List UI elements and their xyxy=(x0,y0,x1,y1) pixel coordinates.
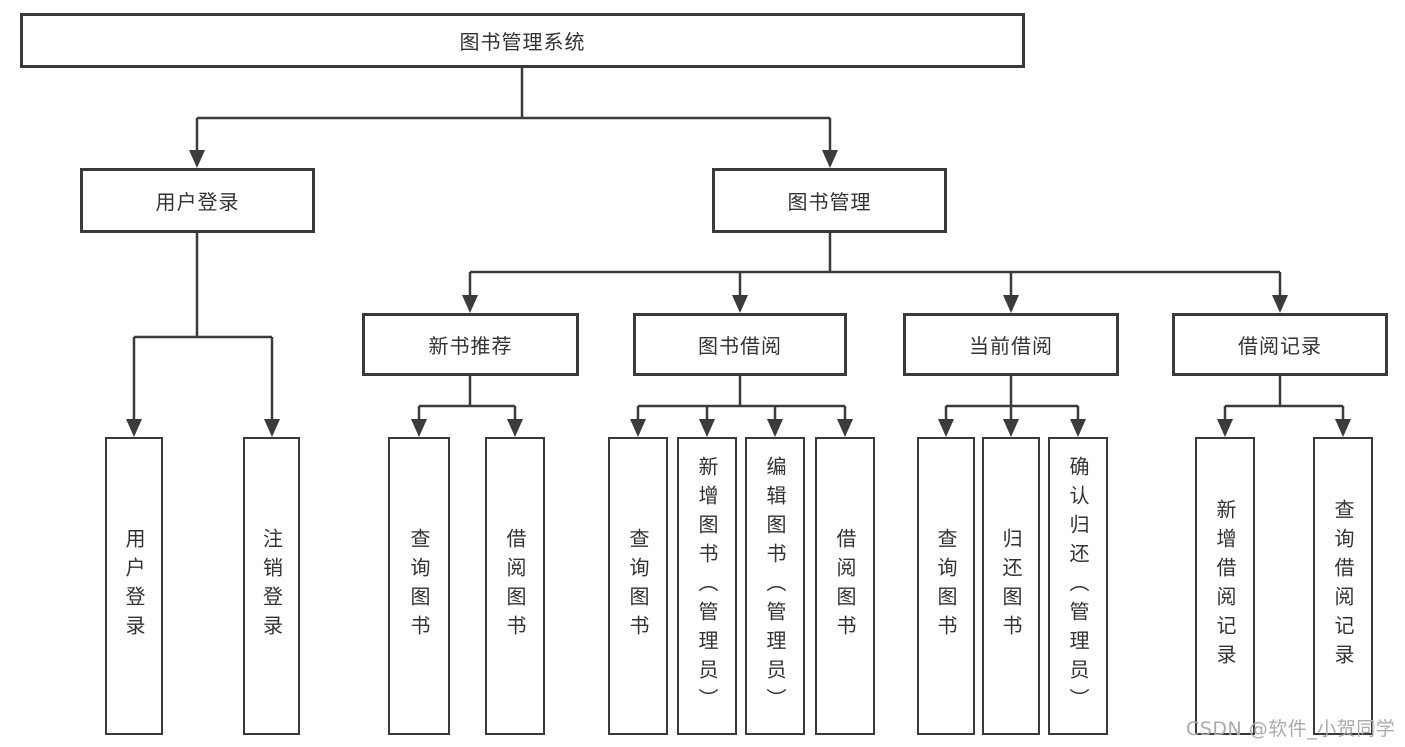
leaf-rec-query-books: 查询图书 xyxy=(388,437,450,735)
node-label: 图书借阅 xyxy=(698,334,782,358)
leaf-current-return-books: 归还图书 xyxy=(982,437,1040,735)
leaf-rec-borrow-books: 借阅图书 xyxy=(485,437,545,735)
node-label: 用户登录 xyxy=(122,528,146,644)
leaf-current-confirm-return-admin: 确认归还（管理员） xyxy=(1048,437,1108,735)
node-label: 查询借阅记录 xyxy=(1331,499,1355,673)
node-book-borrowing: 图书借阅 xyxy=(633,313,847,376)
node-label: 确认归还（管理员） xyxy=(1066,455,1090,717)
node-root-system: 图书管理系统 xyxy=(20,13,1025,68)
leaf-logout: 注销登录 xyxy=(243,437,300,735)
node-current-borrowing: 当前借阅 xyxy=(903,313,1119,376)
node-label: 借阅图书 xyxy=(833,528,857,644)
node-label: 新增借阅记录 xyxy=(1213,499,1237,673)
leaf-borrow-edit-books-admin: 编辑图书（管理员） xyxy=(745,437,805,735)
node-label: 查询图书 xyxy=(407,528,431,644)
node-label: 查询图书 xyxy=(626,528,650,644)
node-label: 编辑图书（管理员） xyxy=(763,455,787,717)
node-label: 当前借阅 xyxy=(969,334,1053,358)
node-label: 新增图书（管理员） xyxy=(695,455,719,717)
node-label: 注销登录 xyxy=(259,528,284,644)
node-label: 图书管理系统 xyxy=(459,30,586,54)
node-book-management-branch: 图书管理 xyxy=(712,168,947,233)
leaf-records-add-record: 新增借阅记录 xyxy=(1195,437,1255,735)
node-borrowing-records: 借阅记录 xyxy=(1172,313,1388,376)
leaf-borrow-query-books: 查询图书 xyxy=(608,437,668,735)
node-label: 借阅记录 xyxy=(1238,334,1322,358)
node-user-login-branch: 用户登录 xyxy=(80,168,315,233)
node-label: 图书管理 xyxy=(787,190,872,214)
node-label: 查询图书 xyxy=(934,528,958,644)
leaf-user-login: 用户登录 xyxy=(105,437,163,735)
leaf-records-query-record: 查询借阅记录 xyxy=(1313,437,1373,735)
node-new-book-recommend: 新书推荐 xyxy=(362,313,579,376)
node-label: 新书推荐 xyxy=(428,334,513,358)
leaf-borrow-add-books-admin: 新增图书（管理员） xyxy=(677,437,737,735)
node-label: 用户登录 xyxy=(155,190,240,214)
node-label: 借阅图书 xyxy=(503,528,527,644)
leaf-current-query-books: 查询图书 xyxy=(917,437,975,735)
node-label: 归还图书 xyxy=(999,528,1023,644)
leaf-borrow-borrow-books: 借阅图书 xyxy=(815,437,875,735)
csdn-watermark: CSDN @软件_小贺同学 xyxy=(1186,718,1396,740)
